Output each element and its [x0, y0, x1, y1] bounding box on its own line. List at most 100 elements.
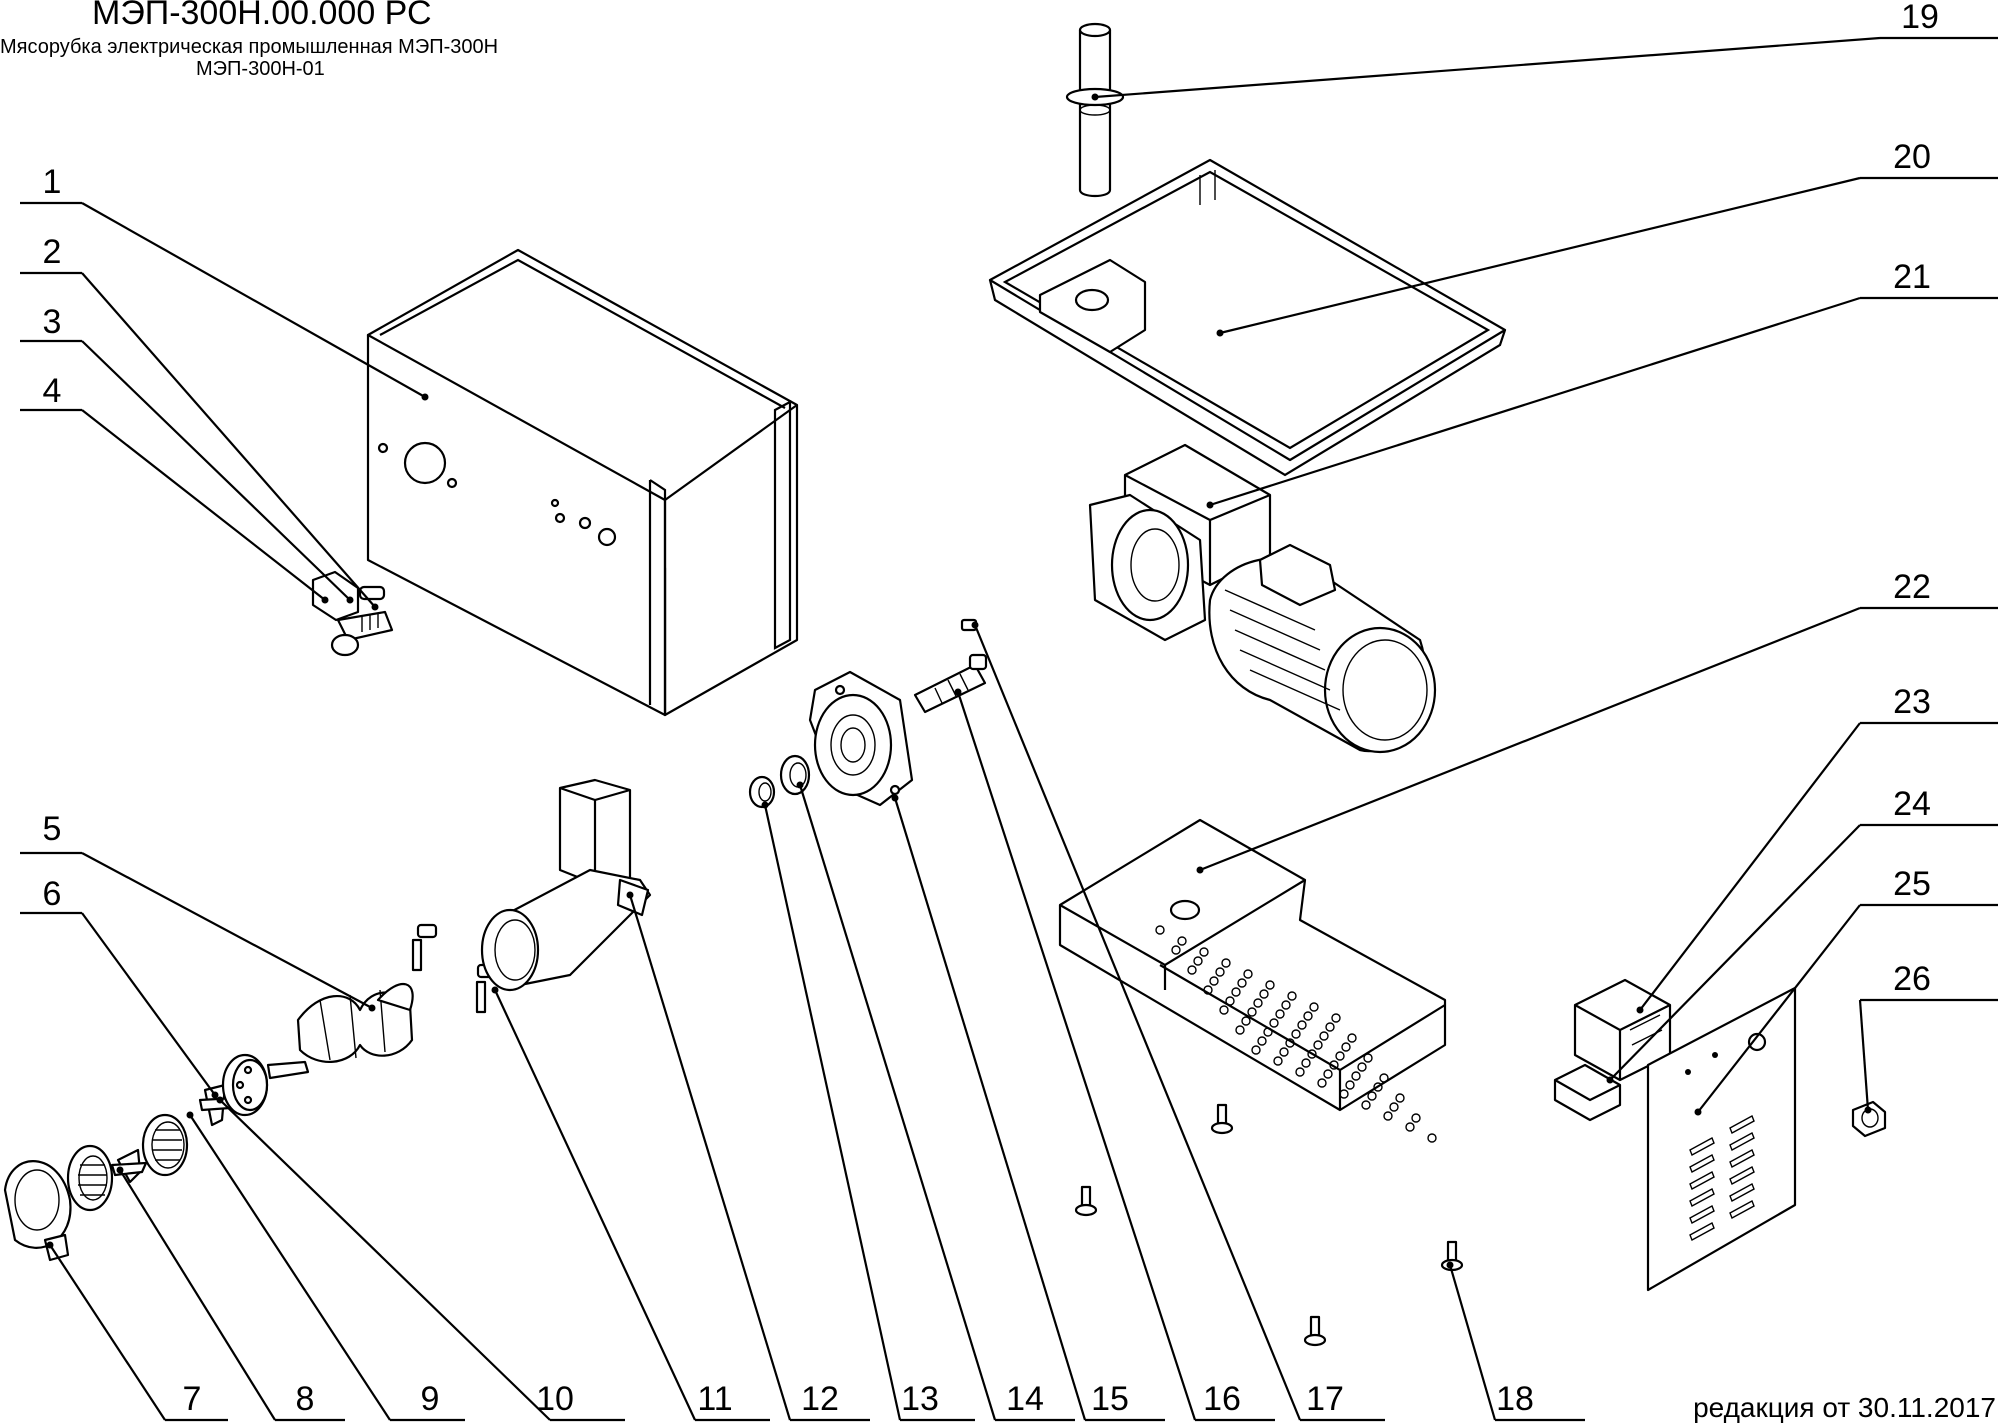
- callout-number: 15: [1091, 1380, 1129, 1418]
- callout-17: 17: [971, 621, 1385, 1422]
- callout-2: 2: [20, 233, 379, 611]
- callout-leader: [49, 1244, 166, 1421]
- callout-25: 25: [1694, 865, 1998, 1116]
- perforation-hole: [1231, 987, 1241, 997]
- perforation-hole: [1339, 1089, 1349, 1099]
- part-bolt-upper: [411, 923, 438, 972]
- callout-anchor: [1196, 866, 1204, 874]
- callout-leader: [81, 340, 351, 601]
- louvre-slot: [1689, 1154, 1715, 1173]
- louvre-slot: [1729, 1115, 1755, 1134]
- callout-leader: [1219, 176, 1861, 335]
- callout-20: 20: [1216, 138, 1998, 337]
- callout-leader: [494, 989, 696, 1421]
- perforation-hole: [1237, 978, 1247, 988]
- callout-anchor: [1216, 329, 1224, 337]
- callout-leader: [1094, 36, 1881, 99]
- callout-leader: [956, 691, 1197, 1421]
- perforation-hole: [1251, 1045, 1261, 1055]
- cover-louvres: [1689, 1115, 1755, 1241]
- callout-number: 16: [1203, 1380, 1241, 1418]
- callout-15: 15: [891, 794, 1165, 1422]
- part-tray: [988, 158, 1507, 477]
- callout-4: 4: [20, 372, 329, 604]
- callout-19: 19: [1091, 0, 1998, 101]
- callout-anchor: [761, 801, 769, 809]
- callout-anchor: [1694, 1108, 1702, 1116]
- callout-anchor: [626, 891, 634, 899]
- callout-leader: [219, 1099, 551, 1421]
- part-clamping-ring: [3, 1160, 72, 1262]
- callout-23: 23: [1636, 683, 1998, 1014]
- callout-11: 11: [491, 986, 770, 1422]
- perforation-hole: [1269, 1018, 1279, 1028]
- callout-anchor: [891, 794, 899, 802]
- callout-number: 10: [536, 1380, 574, 1418]
- part-cover-panel: [1646, 986, 1797, 1292]
- callout-anchor: [421, 393, 429, 401]
- callout-anchor: [971, 621, 979, 629]
- part-grinding-plate-large: [221, 1053, 269, 1117]
- part-foot-4: [1303, 1315, 1327, 1347]
- callout-number: 13: [901, 1380, 939, 1418]
- callout-anchor: [116, 1166, 124, 1174]
- perforation-hole: [1395, 1093, 1405, 1103]
- perforation-hole: [1307, 1049, 1317, 1059]
- callout-leader: [798, 784, 997, 1421]
- perforation-hole: [1325, 1022, 1335, 1032]
- perforation-hole: [1203, 985, 1213, 995]
- perforation-hole: [1351, 1071, 1361, 1081]
- louvre-slot: [1689, 1222, 1715, 1241]
- callout-number: 7: [183, 1380, 202, 1418]
- perforation-hole: [1335, 1051, 1345, 1061]
- callout-1: 1: [20, 163, 429, 401]
- callout-leader: [1858, 999, 1870, 1111]
- callout-number: 24: [1893, 785, 1931, 823]
- callout-number: 4: [43, 372, 62, 410]
- callout-anchor: [1206, 501, 1214, 509]
- perforation-hole: [1313, 1040, 1323, 1050]
- louvre-slot: [1729, 1149, 1755, 1168]
- perforation-hole: [1257, 1036, 1267, 1046]
- perforation-hole: [1187, 965, 1197, 975]
- part-foot-3: [1440, 1240, 1464, 1272]
- callout-leader: [119, 1169, 276, 1421]
- perforation-hole: [1235, 1025, 1245, 1035]
- perforation-hole: [1309, 1002, 1319, 1012]
- callout-anchor: [46, 1241, 54, 1249]
- callout-12: 12: [626, 891, 870, 1422]
- callout-number: 26: [1893, 960, 1931, 998]
- perforation-hole: [1383, 1111, 1393, 1121]
- document-code: МЭП-300Н.00.000 РС: [92, 0, 432, 32]
- callout-8: 8: [116, 1166, 345, 1422]
- louvre-slot: [1729, 1200, 1755, 1219]
- callout-7: 7: [46, 1241, 228, 1422]
- part-relay: [1553, 1063, 1622, 1122]
- louvre-slot: [1689, 1171, 1715, 1190]
- perforation-hole: [1265, 980, 1275, 990]
- part-seal: [748, 775, 776, 809]
- perforation-hole: [1221, 958, 1231, 968]
- document-variant: МЭП-300Н-01: [196, 58, 325, 80]
- louvre-slot: [1729, 1166, 1755, 1185]
- callout-leader: [893, 797, 1087, 1421]
- callout-9: 9: [186, 1111, 465, 1422]
- callout-number: 3: [43, 303, 62, 341]
- callout-number: 25: [1893, 865, 1931, 903]
- louvre-slot: [1689, 1137, 1715, 1156]
- perforation-hole: [1241, 1016, 1251, 1026]
- callout-anchor: [491, 986, 499, 994]
- perforation-hole: [1177, 936, 1187, 946]
- perforation-hole: [1301, 1058, 1311, 1068]
- title-block: МЭП-300Н.00.000 РС Мясорубка электрическ…: [0, 0, 560, 90]
- part-motor-gearbox: [1088, 443, 1437, 754]
- callout-number: 14: [1006, 1380, 1044, 1418]
- callout-number: 12: [801, 1380, 839, 1418]
- callout-anchor: [1446, 1261, 1454, 1269]
- callout-leader: [1697, 904, 1861, 1113]
- perforation-hole: [1297, 1020, 1307, 1030]
- callout-leader: [81, 409, 326, 601]
- callout-anchor: [1636, 1006, 1644, 1014]
- callout-10: 10: [216, 1096, 625, 1422]
